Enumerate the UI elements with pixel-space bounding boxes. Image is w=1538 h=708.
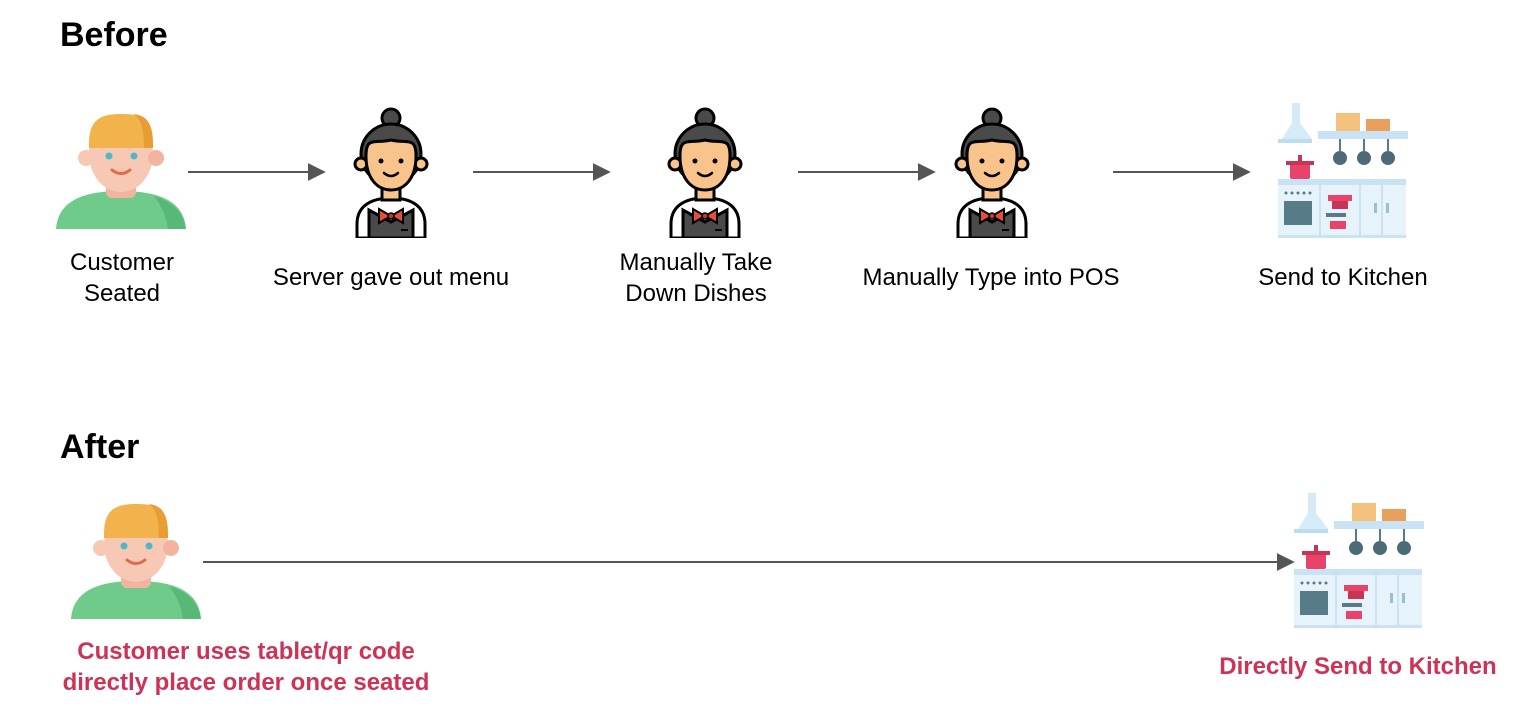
step-label-customer-seated: Customer Seated (70, 247, 174, 309)
label-line: Customer uses tablet/qr code (77, 638, 415, 665)
server-icon (353, 106, 429, 238)
step-label-direct-to-kitchen: Directly Send to Kitchen (1219, 651, 1496, 682)
step-label-take-down-dishes: Manually Take Down Dishes (620, 247, 773, 309)
server-icon (954, 106, 1030, 238)
kitchen-icon (1294, 493, 1424, 628)
flow-arrow (798, 163, 936, 181)
after-section-title: After (60, 428, 140, 466)
label-line: Down Dishes (625, 280, 767, 307)
flow-arrow (188, 163, 326, 181)
step-label-type-into-pos: Manually Type into POS (862, 262, 1119, 293)
label-line: Manually Take (619, 249, 773, 276)
customer-icon (56, 113, 186, 230)
label-line: Seated (83, 280, 161, 307)
label-line: Manually Type into POS (862, 264, 1120, 291)
before-section-title: Before (60, 16, 168, 54)
kitchen-icon (1278, 103, 1408, 238)
step-label-send-to-kitchen: Send to Kitchen (1258, 262, 1427, 293)
label-line: directly place order once seated (62, 669, 430, 696)
flow-arrow (473, 163, 611, 181)
flow-arrow (1113, 163, 1251, 181)
label-line: Customer (69, 249, 175, 276)
flow-arrow (203, 553, 1295, 571)
label-line: Send to Kitchen (1258, 264, 1428, 291)
label-line: Directly Send to Kitchen (1219, 653, 1497, 680)
customer-icon (71, 503, 201, 620)
step-label-server-menu: Server gave out menu (273, 262, 509, 293)
label-line: Server gave out menu (272, 264, 510, 291)
server-icon (667, 106, 743, 238)
step-label-customer-tablet: Customer uses tablet/qr code directly pl… (63, 636, 430, 698)
